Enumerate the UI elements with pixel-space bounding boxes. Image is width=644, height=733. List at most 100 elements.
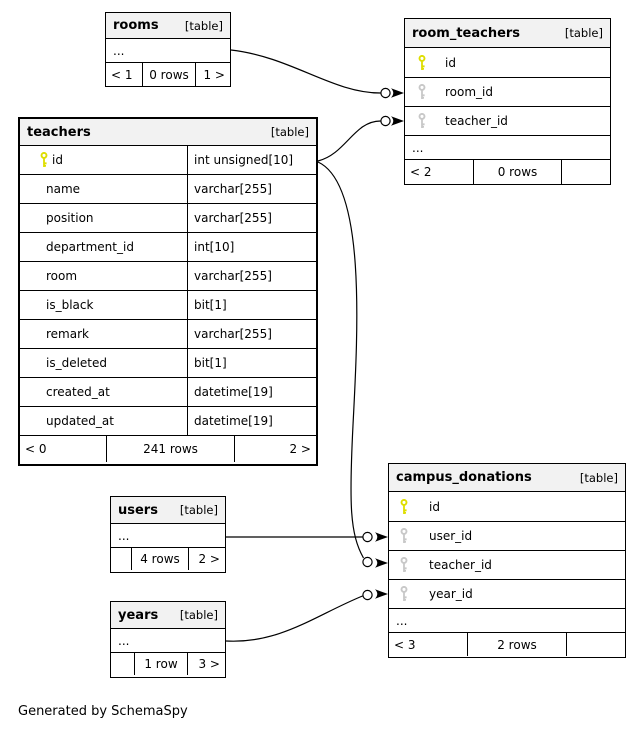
table-campus_donations-header[interactable]: campus_donations [table] (389, 464, 625, 492)
column-name: id (445, 55, 456, 70)
column-name: user_id (429, 529, 473, 543)
table-users-tag: [table] (179, 503, 218, 517)
table-years-name: years (118, 607, 159, 623)
column-name: teacher_id (445, 114, 508, 128)
relationship-years-to-campus_donations-year_id (225, 589, 388, 642)
column-name: id (52, 153, 63, 167)
primary-key-icon (418, 54, 426, 71)
table-room_teachers-tag: [table] (564, 26, 603, 40)
room_teachers-parents-count: < 2 (410, 165, 432, 179)
column-type: bit[1] (194, 356, 227, 370)
column-name: created_at (46, 385, 110, 399)
column-name: remark (46, 327, 89, 341)
table-rooms: rooms [table] ... < 1 0 rows 1 > (105, 12, 231, 87)
years-row-count: 1 row (134, 653, 187, 675)
relationship-teachers-id-to-campus_donations-teacher_id (317, 161, 388, 568)
table-users-footer: 4 rows 2 > (111, 548, 225, 570)
table-teachers-header[interactable]: teachers [table] (20, 119, 316, 146)
users-row-count: 4 rows (131, 548, 188, 570)
table-campus_donations-tag: [table] (579, 470, 618, 485)
rooms-parents-count: < 1 (111, 67, 133, 82)
column-row-teacher_id: teacher_id (389, 551, 625, 580)
table-rooms-footer: < 1 0 rows 1 > (106, 63, 230, 86)
table-users-header[interactable]: users [table] (111, 497, 225, 524)
column-row-created_at: created_at datetime[19] (20, 378, 316, 407)
campus_donations-parents-count: < 3 (394, 637, 416, 652)
column-name: department_id (46, 240, 134, 254)
teachers-children-count: 2 > (234, 436, 316, 462)
table-teachers: teachers [table] id int unsigned[10] nam… (18, 117, 318, 466)
column-row-user_id: user_id (389, 522, 625, 551)
ellipsis-label: ... (113, 43, 125, 58)
column-name: room (46, 269, 78, 283)
table-room_teachers: room_teachers [table] id room_id teacher… (404, 18, 611, 185)
column-name: room_id (445, 85, 493, 99)
column-name: year_id (429, 587, 473, 601)
table-room_teachers-header[interactable]: room_teachers [table] (405, 19, 610, 48)
ellipsis-label: ... (412, 140, 424, 155)
column-type: datetime[19] (194, 414, 273, 428)
column-row-id: id (405, 48, 610, 78)
rooms-row-count: 0 rows (142, 63, 195, 86)
column-row-is_deleted: is_deleted bit[1] (20, 349, 316, 378)
column-row-year_id: year_id (389, 580, 625, 609)
column-name: teacher_id (429, 558, 492, 572)
table-rooms-tag: [table] (184, 18, 223, 33)
column-row-name: name varchar[255] (20, 175, 316, 204)
foreign-key-icon (400, 585, 408, 602)
users-children-count: 2 > (188, 548, 225, 570)
column-name: name (46, 182, 81, 196)
column-row-updated_at: updated_at datetime[19] (20, 407, 316, 436)
table-users-name: users (118, 502, 158, 518)
column-row-room: room varchar[255] (20, 262, 316, 291)
table-years-tag: [table] (179, 608, 218, 622)
campus_donations-row-count: 2 rows (467, 633, 566, 656)
years-parents-count (111, 653, 134, 675)
table-rooms-header[interactable]: rooms [table] (106, 13, 230, 39)
table-rooms-name: rooms (113, 18, 159, 33)
ellipsis-label: ... (396, 613, 408, 628)
table-years: years [table] ... 1 row 3 > (110, 601, 226, 678)
column-type: varchar[255] (194, 327, 272, 341)
table-users-ellipsis-row: ... (111, 524, 225, 548)
table-users: users [table] ... 4 rows 2 > (110, 496, 226, 573)
relationship-users-to-campus_donations-user_id (226, 531, 388, 543)
column-name: is_deleted (46, 356, 108, 370)
column-type: varchar[255] (194, 211, 272, 225)
foreign-key-icon (400, 556, 408, 573)
room_teachers-children-count (561, 160, 610, 184)
column-type: varchar[255] (194, 269, 272, 283)
column-type: bit[1] (194, 298, 227, 312)
column-row-department_id: department_id int[10] (20, 233, 316, 262)
table-years-footer: 1 row 3 > (111, 653, 225, 675)
table-teachers-footer: < 0 241 rows 2 > (20, 436, 316, 462)
primary-key-icon (400, 498, 408, 515)
years-children-count: 3 > (187, 653, 225, 675)
column-row-id: id (389, 492, 625, 522)
column-row-is_black: is_black bit[1] (20, 291, 316, 320)
table-room_teachers-ellipsis-row: ... (405, 136, 610, 160)
column-row-room_id: room_id (405, 78, 610, 107)
table-campus_donations: campus_donations [table] id user_id teac… (388, 463, 626, 658)
column-name: is_black (46, 298, 94, 312)
column-name: position (46, 211, 94, 225)
table-teachers-tag: [table] (270, 125, 309, 139)
table-years-header[interactable]: years [table] (111, 602, 225, 629)
foreign-key-icon (418, 83, 426, 100)
table-years-ellipsis-row: ... (111, 629, 225, 653)
column-type: int[10] (194, 240, 235, 254)
primary-key-icon (40, 151, 48, 168)
column-row-teacher_id: teacher_id (405, 107, 610, 136)
table-campus_donations-footer: < 3 2 rows (389, 633, 625, 656)
generated-by-note: Generated by SchemaSpy (18, 704, 188, 719)
table-rooms-ellipsis-row: ... (106, 39, 230, 63)
campus_donations-children-count (566, 633, 625, 656)
column-name: updated_at (46, 414, 114, 428)
table-room_teachers-footer: < 2 0 rows (405, 160, 610, 184)
foreign-key-icon (400, 527, 408, 544)
column-type: datetime[19] (194, 385, 273, 399)
users-parents-count (111, 548, 131, 570)
room_teachers-row-count: 0 rows (473, 160, 561, 184)
relationship-teachers-id-to-room_teachers-teacher_id (317, 115, 404, 162)
ellipsis-label: ... (118, 528, 130, 543)
